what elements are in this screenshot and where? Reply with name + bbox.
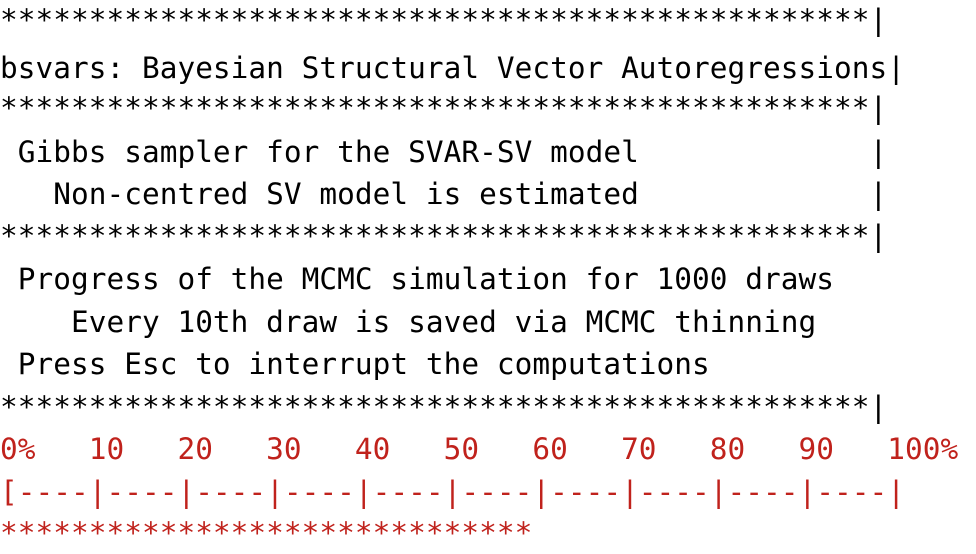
esc-hint-text: Press Esc to interrupt the computations [0, 347, 710, 381]
sv-model-description: Non-centred SV model is estimated | [0, 177, 888, 211]
progress-scale-ruler: [----|----|----|----|----|----|----|----… [0, 475, 905, 509]
separator-line: ****************************************… [0, 3, 888, 37]
separator-line: ****************************************… [0, 91, 888, 125]
package-title: bsvars: Bayesian Structural Vector Autor… [0, 51, 905, 85]
separator-line: ****************************************… [0, 219, 888, 253]
progress-bar-stars: ****************************** [0, 516, 533, 550]
sampler-description: Gibbs sampler for the SVAR-SV model | [0, 135, 888, 169]
separator-line: ****************************************… [0, 390, 888, 424]
thinning-info-text: Every 10th draw is saved via MCMC thinni… [0, 305, 817, 339]
progress-scale-labels: 0% 10 20 30 40 50 60 70 80 90 100% [0, 432, 959, 466]
progress-info-text: Progress of the MCMC simulation for 1000… [0, 262, 834, 296]
